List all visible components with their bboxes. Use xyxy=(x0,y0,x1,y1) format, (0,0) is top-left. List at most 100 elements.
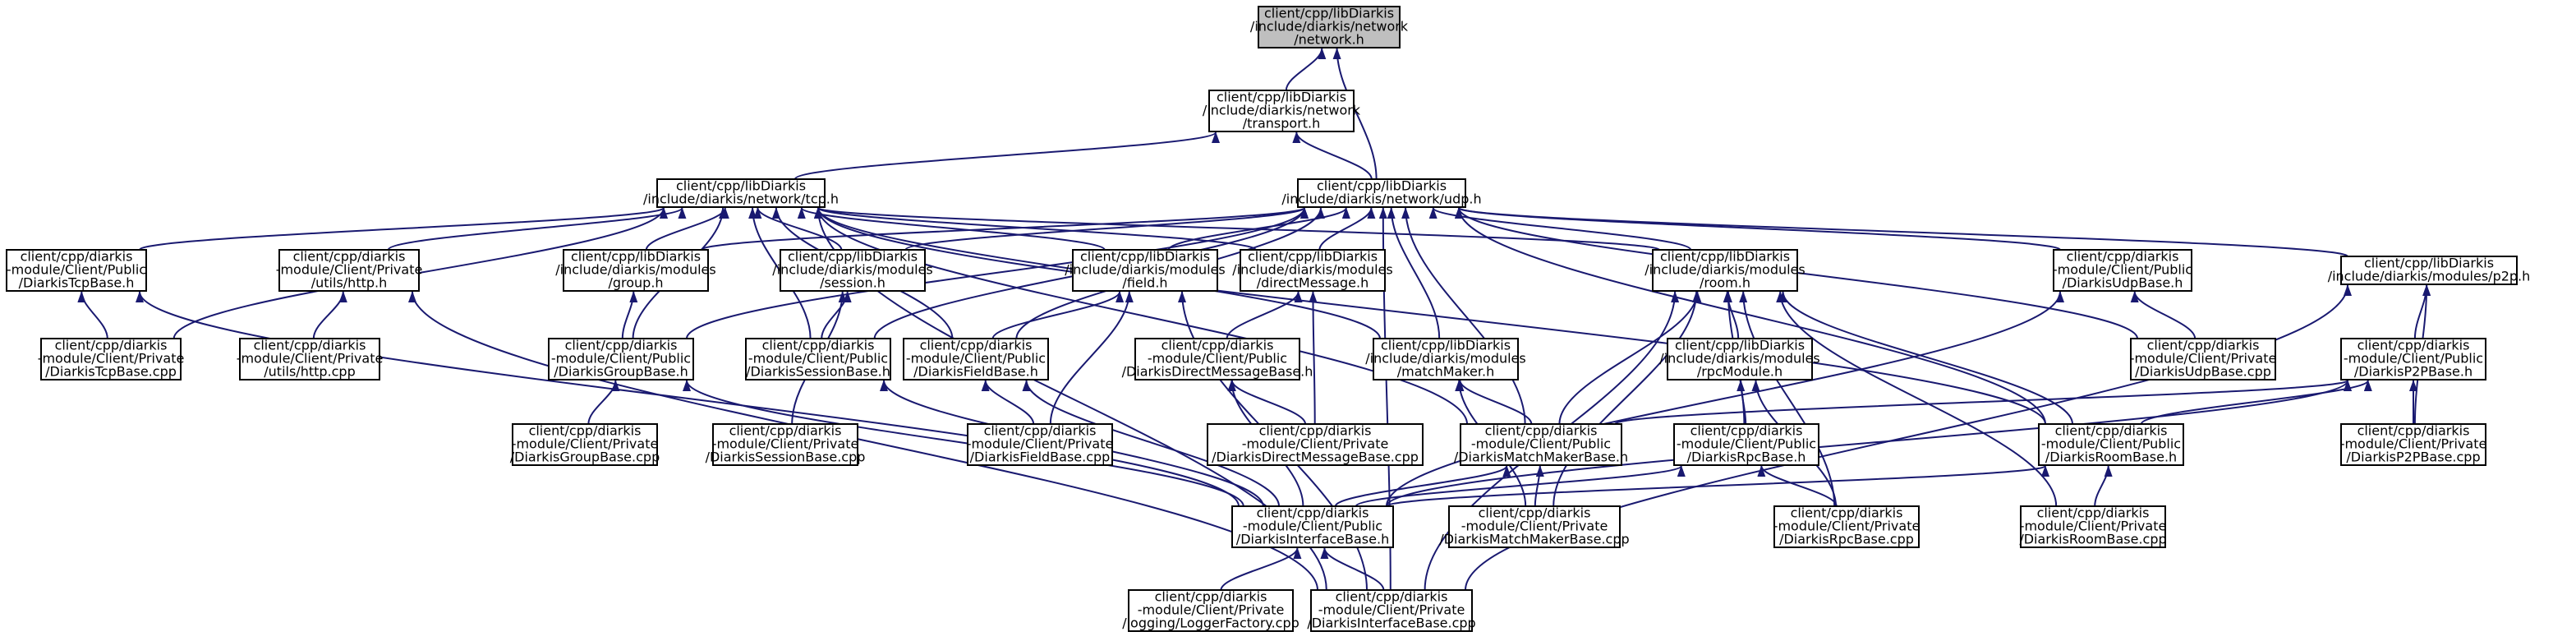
node-box xyxy=(1240,249,1386,292)
node-label-line: /DiarkisDirectMessageBase.cpp xyxy=(1212,450,1419,465)
edge-interfacebase-h-to-p2pbase-h xyxy=(1386,380,2352,507)
edge-rpcbase-h-to-rpcmodule-h xyxy=(1736,380,1747,425)
node-interfacebase-h[interactable]: client/cpp/diarkis-module/Client/Public/… xyxy=(1231,505,1394,548)
node-label-line: /include/diarkis/network xyxy=(1250,19,1409,35)
node-box xyxy=(2038,423,2184,466)
node-label-line: /utils/http.h xyxy=(311,275,388,291)
node-label-line: -module/Client/Public xyxy=(2041,436,2181,452)
node-label-line: client/cpp/diarkis xyxy=(1257,505,1369,521)
edge-line xyxy=(2140,380,2372,425)
edge-line xyxy=(1320,547,1385,591)
edge-line xyxy=(1227,380,1307,425)
node-label-line: -module/Client/Public xyxy=(7,262,146,278)
node-loggerfactory-cpp[interactable]: client/cpp/diarkis-module/Client/Private… xyxy=(1122,589,1300,632)
node-tcpbase-h[interactable]: client/cpp/diarkis-module/Client/Public/… xyxy=(6,249,147,292)
node-interfacebase-cpp[interactable]: client/cpp/diarkis-module/Client/Private… xyxy=(1307,589,1476,632)
edge-line xyxy=(814,207,1660,251)
node-label-line: /include/diarkis/modules xyxy=(1232,262,1392,278)
node-fieldbase-h[interactable]: client/cpp/diarkis-module/Client/Public/… xyxy=(903,338,1049,380)
node-label-line: /DiarkisGroupBase.cpp xyxy=(510,450,660,465)
node-transport[interactable]: client/cpp/libDiarkis/include/diarkis/ne… xyxy=(1203,90,1361,132)
node-directmsgbase-cpp[interactable]: client/cpp/diarkis-module/Client/Private… xyxy=(1207,423,1424,466)
node-session-h[interactable]: client/cpp/libDiarkis/include/diarkis/mo… xyxy=(772,249,933,292)
edge-matchmakerbase-cpp-to-matchmakerbase-h xyxy=(1534,465,1544,507)
edge-directmsgbase-h-to-directmsg-h xyxy=(1226,291,1303,339)
node-tcp[interactable]: client/cpp/libDiarkis/include/diarkis/ne… xyxy=(643,178,839,208)
node-fieldbase-cpp[interactable]: client/cpp/diarkis-module/Client/Private… xyxy=(967,423,1114,466)
node-p2pbase-h[interactable]: client/cpp/diarkis-module/Client/Public/… xyxy=(2340,338,2486,380)
node-p2p-h[interactable]: client/cpp/libDiarkis/include/diarkis/mo… xyxy=(2328,256,2531,285)
edge-udp-to-network xyxy=(1332,48,1378,180)
node-groupbase-cpp[interactable]: client/cpp/diarkis-module/Client/Private… xyxy=(510,423,660,466)
node-tcpbase-cpp[interactable]: client/cpp/diarkis-module/Client/Private… xyxy=(38,338,185,380)
node-room-h[interactable]: client/cpp/libDiarkis/include/diarkis/mo… xyxy=(1644,249,1806,292)
node-label-line: /session.h xyxy=(820,275,886,291)
node-box xyxy=(1667,338,1813,380)
edge-rpcbase-cpp-to-room-h xyxy=(1739,291,1836,507)
node-box xyxy=(1310,589,1473,632)
node-label-line: client/cpp/diarkis xyxy=(529,423,642,439)
edge-line xyxy=(1355,465,1686,507)
node-label-line: client/cpp/diarkis xyxy=(762,338,875,353)
node-roombase-h[interactable]: client/cpp/diarkis-module/Client/Public/… xyxy=(2038,423,2184,466)
node-p2pbase-cpp[interactable]: client/cpp/diarkis-module/Client/Private… xyxy=(2340,423,2487,466)
edge-line xyxy=(981,380,1035,425)
node-box xyxy=(903,338,1049,380)
node-label-line: -module/Client/Public xyxy=(2344,351,2483,367)
edge-line xyxy=(1167,207,1350,251)
edge-line xyxy=(1386,291,2064,507)
node-sessionbase-cpp[interactable]: client/cpp/diarkis-module/Client/Private… xyxy=(706,423,866,466)
node-label-line: -module/Client/Private xyxy=(237,351,384,367)
node-http-cpp[interactable]: client/cpp/diarkis-module/Client/Private… xyxy=(237,338,384,380)
node-matchmaker-h[interactable]: client/cpp/libDiarkis/include/diarkis/mo… xyxy=(1365,338,1526,380)
node-udpbase-h[interactable]: client/cpp/diarkis-module/Client/Public/… xyxy=(2053,249,2192,292)
edge-line xyxy=(645,207,729,251)
node-label-line: client/cpp/diarkis xyxy=(254,338,366,353)
edge-http-cpp-to-http-h xyxy=(312,291,347,339)
node-matchmakerbase-cpp[interactable]: client/cpp/diarkis-module/Client/Private… xyxy=(1439,505,1630,548)
node-box xyxy=(2340,423,2486,466)
node-sessionbase-h[interactable]: client/cpp/diarkis-module/Client/Public/… xyxy=(745,338,891,380)
edge-directmsg-h-to-udp xyxy=(1318,207,1376,251)
edge-line xyxy=(794,131,1220,180)
node-group-h[interactable]: client/cpp/libDiarkis/include/diarkis/mo… xyxy=(555,249,716,292)
node-rpcmodule-h[interactable]: client/cpp/libDiarkis/include/diarkis/mo… xyxy=(1659,338,1820,380)
node-label-line: -module/Client/Public xyxy=(748,351,888,367)
node-label-line: /include/diarkis/modules xyxy=(1065,262,1225,278)
node-label-line: /DiarkisInterfaceBase.h xyxy=(1236,532,1389,547)
node-rpcbase-cpp[interactable]: client/cpp/diarkis-module/Client/Private… xyxy=(1773,505,1920,548)
edge-matchmakerbase-cpp-to-room-h xyxy=(1552,291,1701,507)
node-rpcbase-h[interactable]: client/cpp/diarkis-module/Client/Public/… xyxy=(1673,423,1819,466)
node-box xyxy=(2130,338,2276,380)
node-udp[interactable]: client/cpp/libDiarkis/include/diarkis/ne… xyxy=(1281,178,1482,208)
node-box xyxy=(1258,6,1401,48)
node-box xyxy=(1773,505,1920,548)
edge-line xyxy=(1736,380,1747,425)
node-label-line: client/cpp/diarkis xyxy=(1690,423,1803,439)
node-label-line: /DiarkisP2PBase.cpp xyxy=(2346,450,2480,465)
edge-line xyxy=(1428,207,1692,251)
node-network[interactable]: client/cpp/libDiarkis/include/diarkis/ne… xyxy=(1250,6,1409,48)
node-udpbase-cpp[interactable]: client/cpp/diarkis-module/Client/Private… xyxy=(2130,338,2277,380)
node-groupbase-h[interactable]: client/cpp/diarkis-module/Client/Public/… xyxy=(548,338,694,380)
node-box xyxy=(745,338,891,380)
edge-rpcbase-cpp-to-rpcbase-h xyxy=(1757,465,1838,507)
edge-http-h-to-tcp xyxy=(387,207,687,251)
node-label-line: /DiarkisRoomBase.h xyxy=(2045,450,2177,465)
node-directmsgbase-h[interactable]: client/cpp/diarkis-module/Client/Public/… xyxy=(1122,338,1313,380)
node-label-line: client/cpp/diarkis xyxy=(984,423,1097,439)
node-http-h[interactable]: client/cpp/diarkis-module/Client/Private… xyxy=(276,249,423,292)
node-label-line: client/cpp/diarkis xyxy=(2067,249,2179,265)
edge-group-h-to-udp xyxy=(701,207,1309,251)
node-box xyxy=(1448,505,1621,548)
node-label-line: /DiarkisRpcBase.h xyxy=(1687,450,1806,465)
edge-roombase-cpp-to-room-h xyxy=(1776,291,2058,507)
node-matchmakerbase-h[interactable]: client/cpp/diarkis-module/Client/Public/… xyxy=(1454,423,1628,466)
node-roombase-cpp[interactable]: client/cpp/diarkis-module/Client/Private… xyxy=(2019,505,2167,548)
node-directmsg-h[interactable]: client/cpp/libDiarkis/include/diarkis/mo… xyxy=(1232,249,1393,292)
node-label-line: client/cpp/diarkis xyxy=(1485,423,1598,439)
node-label-line: /include/diarkis/modules/p2p.h xyxy=(2328,269,2531,284)
node-label-line: client/cpp/libDiarkis xyxy=(1217,90,1346,105)
node-label-line: /include/diarkis/modules xyxy=(555,262,715,278)
node-field-h[interactable]: client/cpp/libDiarkis/include/diarkis/mo… xyxy=(1065,249,1226,292)
